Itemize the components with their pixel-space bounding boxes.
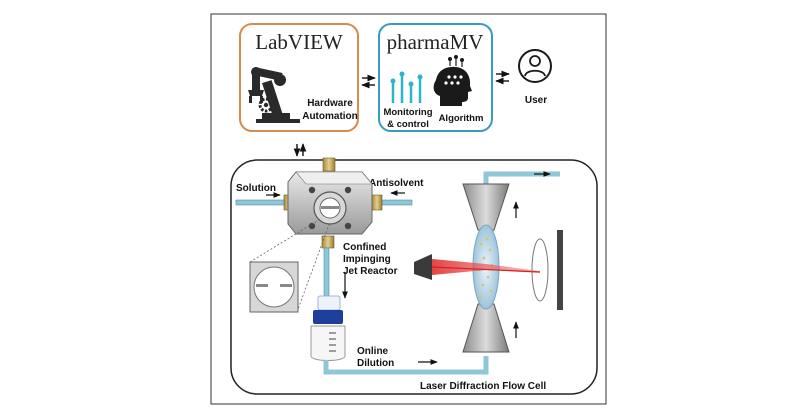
ai-head-icon <box>433 54 472 106</box>
monitoring-line2: & control <box>387 119 429 130</box>
reactor-label-line1: Confined <box>343 242 386 253</box>
pharmamv-box: pharmaMV Monitoring <box>378 23 493 132</box>
reactor-label-line2: Impinging <box>343 254 391 265</box>
reactor-label-line3: Jet Reactor <box>343 266 398 277</box>
dilution-label-line2: Dilution <box>357 358 394 369</box>
user-label: User <box>525 95 547 106</box>
cij-reactor-block <box>287 171 373 235</box>
dilution-vial <box>310 295 346 361</box>
laser-source <box>414 254 432 280</box>
detector-plate <box>557 230 563 310</box>
labview-caption-line2: Automation <box>302 111 358 122</box>
labview-process-arrows <box>293 143 307 157</box>
labview-title: LabVIEW <box>255 30 343 54</box>
reactor-cross-section-inset <box>249 217 331 313</box>
user-icon <box>518 49 552 83</box>
flow-cell-label: Laser Diffraction Flow Cell <box>420 381 546 392</box>
dilution-label-line1: Online <box>357 346 389 357</box>
laser-core <box>431 266 541 273</box>
robot-arm-icon <box>248 67 300 123</box>
labview-box: LabVIEW Hardware Automation <box>239 23 359 132</box>
dilution-tube <box>323 356 489 375</box>
pharmamv-user-arrows <box>495 70 510 85</box>
algorithm-label: Algorithm <box>439 113 484 124</box>
laser-diffraction-flow-cell <box>462 183 510 353</box>
antisolvent-label: Antisolvent <box>369 178 424 189</box>
focusing-lens <box>531 238 549 302</box>
monitoring-bars-icon <box>390 71 423 103</box>
solution-label: Solution <box>236 183 276 194</box>
monitoring-line1: Monitoring <box>383 107 432 118</box>
pharmamv-title: pharmaMV <box>387 30 484 54</box>
reactor-outlet-tube <box>323 247 330 299</box>
labview-pharmamv-arrows <box>361 74 376 89</box>
labview-caption-line1: Hardware <box>307 98 353 109</box>
gear-icon <box>258 97 274 113</box>
